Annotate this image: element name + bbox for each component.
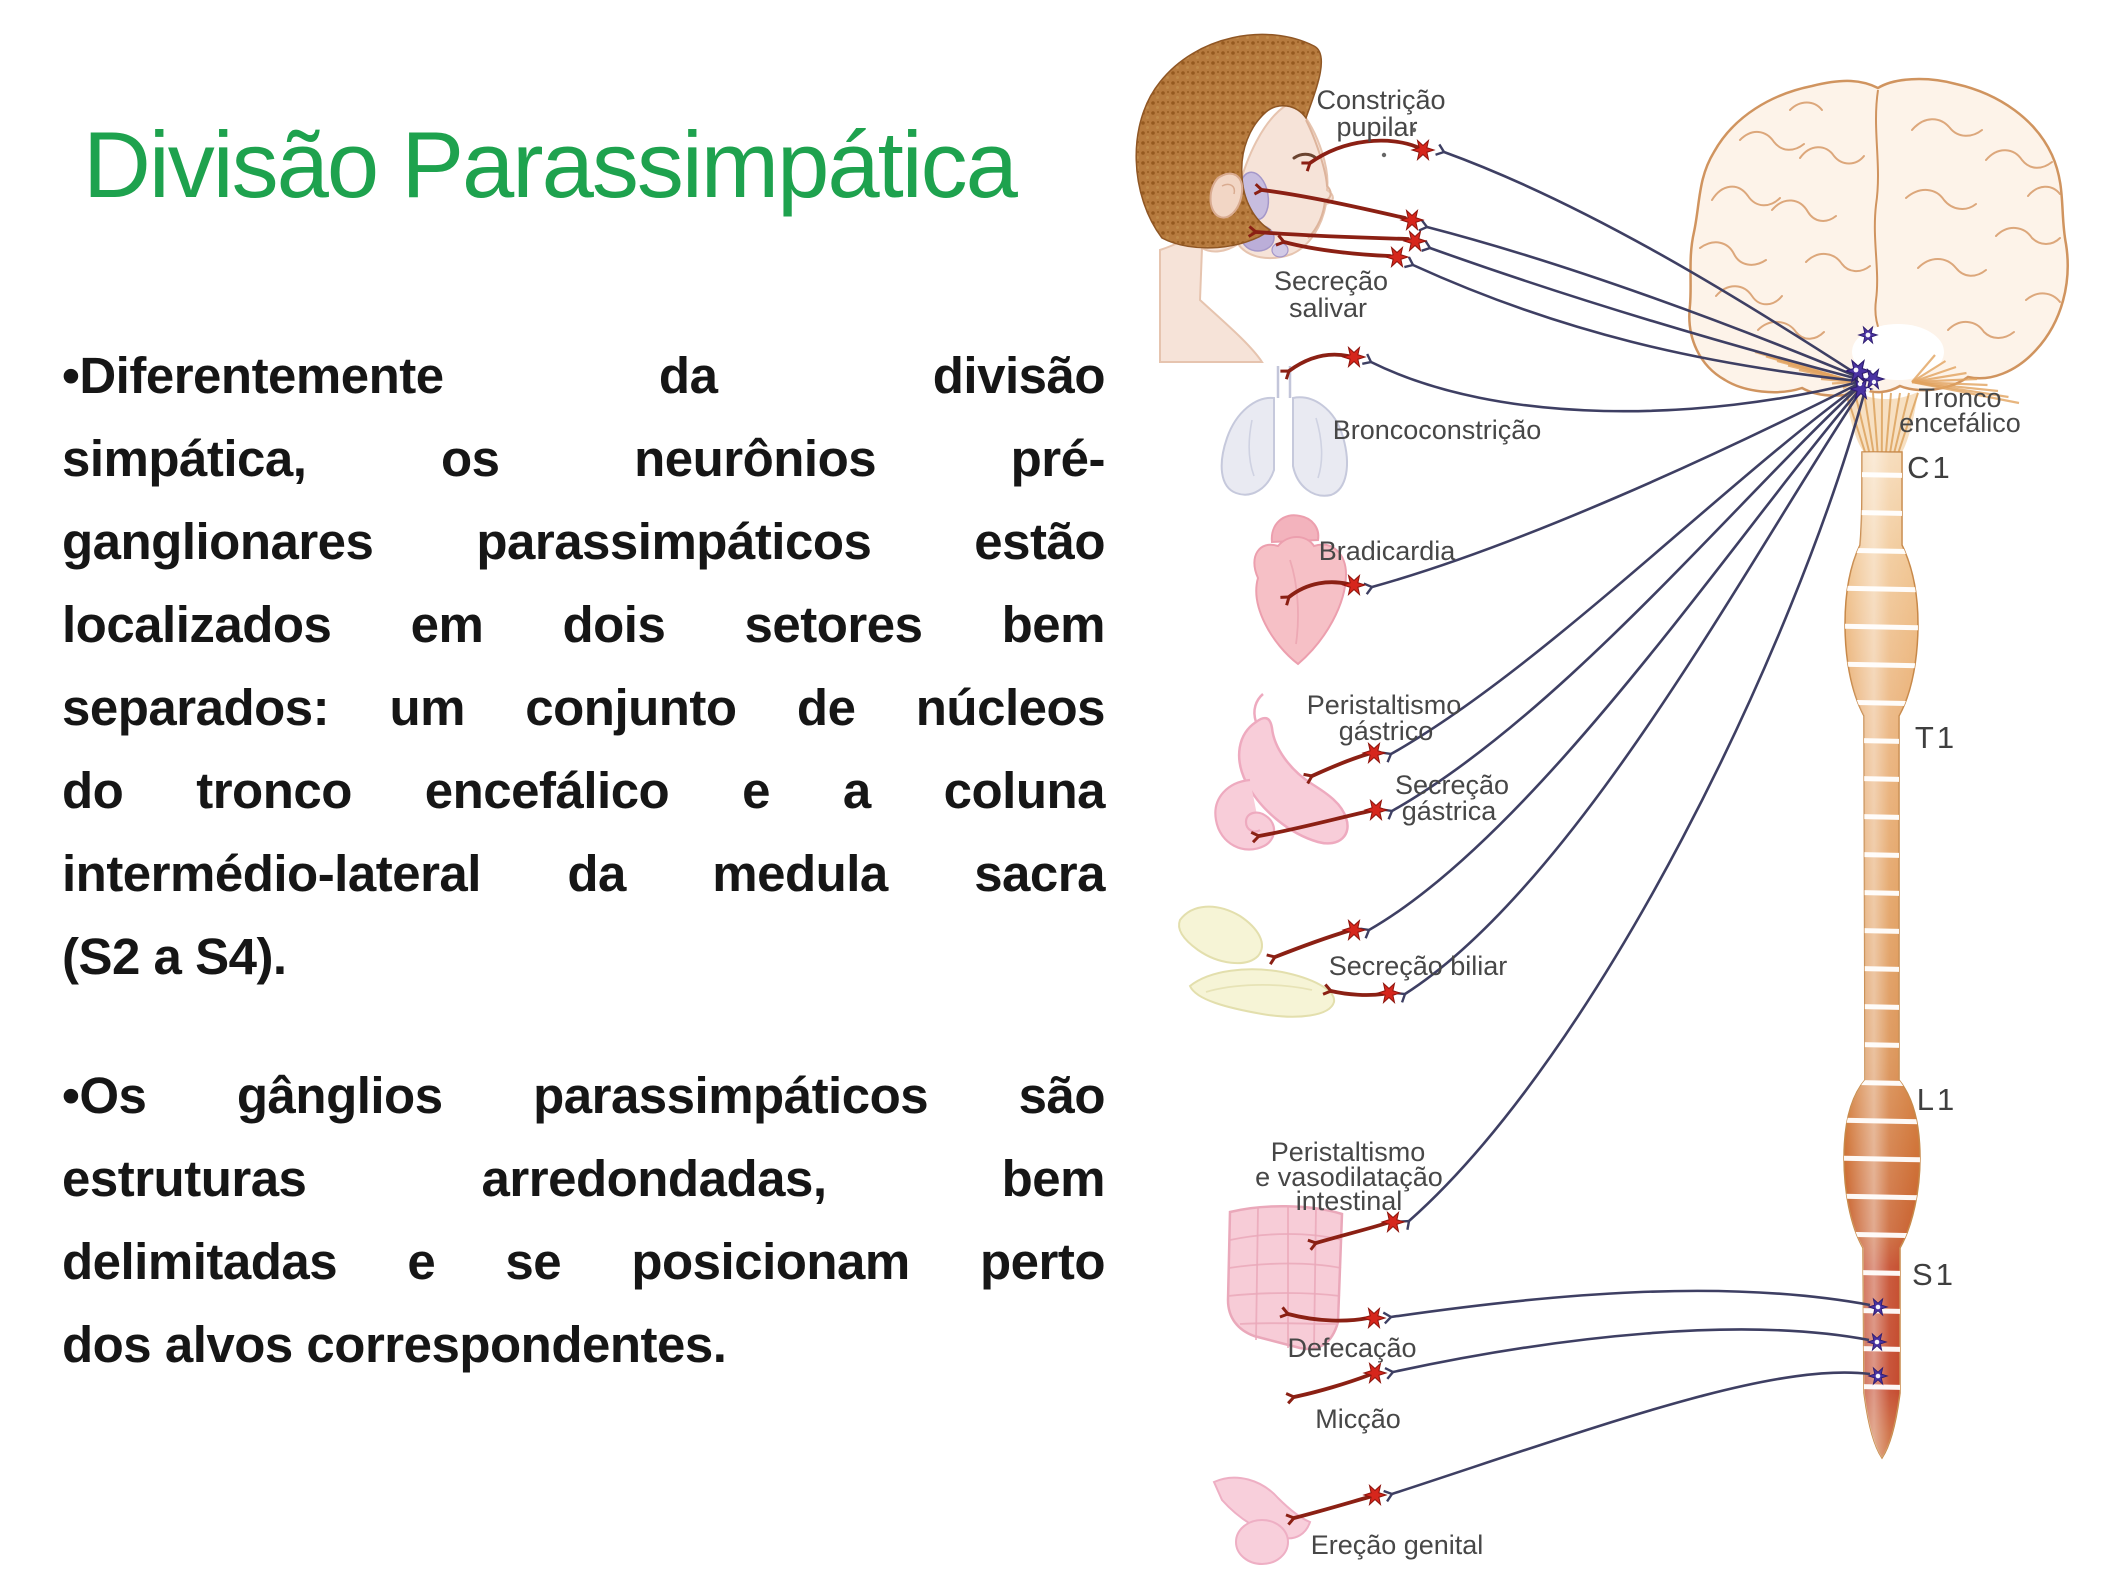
slide-title: Divisão Parassimpática <box>83 112 1018 217</box>
nerve-heart-post <box>1280 580 1350 606</box>
label-intestinal-2: e vasodilatação <box>1255 1162 1443 1192</box>
eye-icon <box>1292 152 1318 160</box>
label-gastric-peristalsis-2: gástrico <box>1339 716 1434 746</box>
sublingual-gland <box>1271 242 1289 258</box>
label-genital-erection: Ereção genital <box>1311 1530 1484 1560</box>
nerve-stomach-2 <box>1250 809 1372 844</box>
text-line: •Os gânglios parassimpáticos são <box>62 1067 1106 1124</box>
brain-gyri <box>1699 101 2061 340</box>
nerve-defecation <box>1382 1289 1871 1325</box>
nerve-saliva-2 <box>1421 239 1859 381</box>
label-urination: Micção <box>1315 1404 1401 1434</box>
label-l1: L1 <box>1917 1082 1957 1117</box>
label-salivary-secretion-2: salivar <box>1289 293 1367 323</box>
nerve-gland-1 <box>1253 183 1407 220</box>
nerve-heart <box>1363 381 1861 595</box>
label-t1: T1 <box>1915 720 1957 755</box>
label-defecation: Defecação <box>1287 1333 1416 1363</box>
pons-region <box>1852 324 1944 380</box>
text-line: intermédio-lateral da medula sacra <box>62 845 1106 902</box>
text-line: ganglionares parassimpáticos estão <box>62 513 1106 570</box>
label-gastric-secretion-2: gástrica <box>1402 796 1498 826</box>
nerve-stomach-1 <box>1303 752 1370 785</box>
nerve-pupil <box>1435 143 1859 377</box>
nerve-erection-post <box>1285 1495 1371 1526</box>
nerve-gastric-secretion <box>1383 384 1862 820</box>
bullet-paragraph-1: •Diferentemente da divisão simpática, os… <box>62 334 1106 998</box>
genital-illustration <box>1212 1476 1312 1565</box>
nerve-intestinal <box>1400 393 1866 1230</box>
label-pupil-constriction-2: pupilar <box>1336 112 1417 142</box>
nerve-urination-post <box>1285 1373 1371 1405</box>
nerve-defecation-post <box>1279 1306 1370 1323</box>
label-intestinal-1: Peristaltismo <box>1271 1137 1426 1167</box>
leader-dot <box>1381 152 1387 158</box>
human-head-illustration <box>1135 33 1334 363</box>
heart-illustration <box>1253 514 1348 666</box>
label-intestinal-3: intestinal <box>1296 1186 1403 1216</box>
text-line: separados: um conjunto de núcleos <box>62 679 1106 736</box>
label-gastric-peristalsis-1: Peristaltismo <box>1307 690 1462 720</box>
profile-line <box>1305 119 1332 239</box>
sacral-nuclei <box>1867 1298 1888 1385</box>
ear <box>1209 172 1244 219</box>
label-brainstem-2: encefálico <box>1899 408 2021 438</box>
label-brainstem-1: Tronco <box>1918 383 2001 413</box>
ear-fold <box>1221 183 1236 195</box>
nerve-biliary-2 <box>1396 388 1864 1003</box>
nerve-lungs <box>1280 352 1350 380</box>
nerve-gastric-peristalsis <box>1382 382 1862 763</box>
label-salivary-secretion-1: Secreção <box>1274 266 1388 296</box>
text-line: dos alvos correspondentes. <box>62 1316 727 1373</box>
postganglionic-nerves <box>1247 138 1419 1526</box>
leader-dot <box>1411 127 1417 133</box>
lungs-illustration <box>1220 366 1348 497</box>
nerve-erection <box>1383 1371 1871 1503</box>
bullet-paragraph-2: •Os gânglios parassimpáticos são estrutu… <box>62 1054 1106 1386</box>
text-line: •Diferentemente da divisão <box>62 347 1106 404</box>
label-pupil-constriction-1: Constrição <box>1316 85 1445 115</box>
nerve-urination <box>1384 1328 1870 1380</box>
nerve-saliva-1 <box>1418 219 1859 379</box>
text-line: delimitadas e se posicionam perto <box>62 1233 1106 1290</box>
intestine-illustration <box>1226 1204 1344 1351</box>
brain-illustration <box>1688 77 2069 453</box>
text-line: localizados em dois setores bem <box>62 596 1106 653</box>
nerve-gland-2 <box>1247 225 1410 241</box>
label-bronchoconstriction: Broncoconstrição <box>1333 415 1542 445</box>
text-line: estruturas arredondadas, bem <box>62 1150 1106 1207</box>
liver-pancreas-illustration <box>1178 905 1336 1018</box>
nerve-gland-3 <box>1275 234 1392 258</box>
text-line: do tronco encefálico e a coluna <box>62 762 1106 819</box>
nerve-biliary-post-2 <box>1322 983 1385 997</box>
brainstem-nuclei <box>1845 326 1885 400</box>
diagram-labels: Constrição pupilar Secreção salivar Bron… <box>1255 85 2021 1560</box>
nerve-intestine-post <box>1307 1221 1389 1251</box>
nerve-saliva-3 <box>1404 256 1859 383</box>
hair <box>1135 33 1323 249</box>
nerve-eye <box>1301 138 1419 172</box>
label-s1: S1 <box>1912 1257 1956 1292</box>
label-bradycardia: Bradicardia <box>1319 536 1457 566</box>
text-line: simpática, os neurônios pré- <box>62 430 1106 487</box>
cerebellum-right-stripes <box>1911 354 2020 405</box>
nerve-biliary-post-1 <box>1266 929 1350 966</box>
nerve-bronchi <box>1362 353 1860 413</box>
preganglionic-nerves <box>1360 143 1871 1503</box>
nerve-biliary-1 <box>1360 386 1863 939</box>
label-gastric-secretion-1: Secreção <box>1395 770 1509 800</box>
label-c1: C1 <box>1907 450 1953 485</box>
label-biliary-secretion: Secreção biliar <box>1329 951 1508 981</box>
text-line: (S2 a S4). <box>62 928 287 985</box>
